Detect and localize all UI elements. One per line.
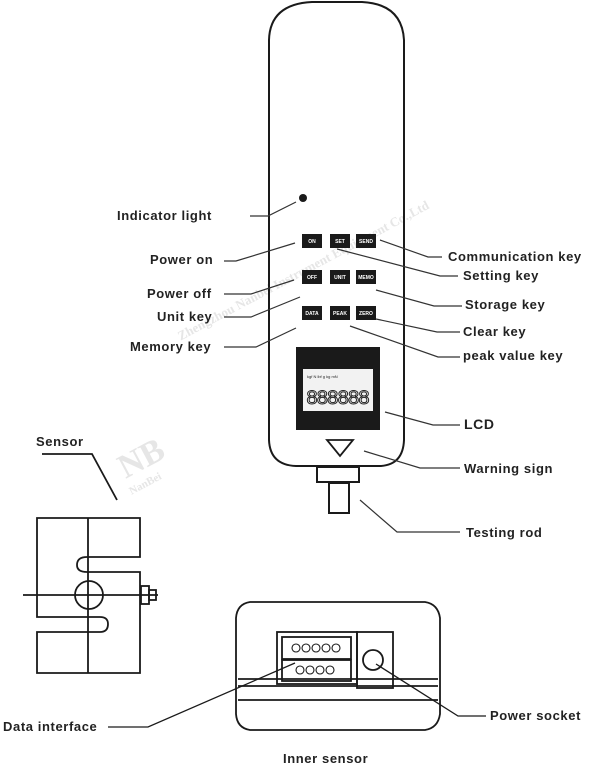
inner-sensor-housing: [235, 601, 441, 731]
key-peak-cap: [330, 306, 350, 320]
lcd-indicators: kgf N lbf g kg mN: [307, 374, 338, 379]
leader-warning: [363, 450, 460, 469]
device-body: [268, 1, 405, 467]
lcd-digits: 888888: [306, 388, 370, 411]
key-off-label: OFF: [307, 275, 317, 281]
key-on-label: ON: [308, 239, 316, 245]
leader-power-on: [224, 242, 296, 262]
key-on[interactable]: ON: [302, 234, 322, 248]
leader-peak-key: [349, 325, 460, 358]
s-beam-bolt: [148, 589, 157, 601]
leader-testing-rod: [359, 499, 460, 533]
label-setting-key: Setting key: [463, 268, 539, 283]
label-sensor: Sensor: [36, 434, 84, 449]
label-storage-key: Storage key: [465, 297, 546, 312]
key-send[interactable]: SEND: [356, 234, 376, 248]
testing-rod: [328, 482, 350, 514]
key-send-label: SEND: [359, 239, 373, 245]
leader-indicator-light: [250, 201, 297, 217]
leader-communication-key: [379, 239, 442, 258]
label-warning-sign: Warning sign: [464, 461, 554, 476]
key-zero-cap: [356, 306, 376, 320]
s-beam-outline: [36, 517, 141, 674]
label-power-on: Power on: [150, 252, 214, 267]
sensor-leader: [42, 453, 118, 501]
label-unit-key: Unit key: [157, 309, 213, 324]
label-inner-sensor: Inner sensor: [283, 751, 369, 766]
warning-triangle-icon: [325, 439, 355, 458]
key-zero[interactable]: ZERO: [356, 306, 376, 320]
key-data[interactable]: DATA: [302, 306, 322, 320]
key-data-label: DATA: [305, 311, 319, 317]
label-peak-value-key: peak value key: [463, 348, 564, 363]
leader-storage-key: [375, 289, 462, 307]
key-off[interactable]: OFF: [302, 270, 322, 284]
label-power-socket: Power socket: [490, 708, 582, 723]
key-memo-cap: [356, 270, 376, 284]
key-set[interactable]: SET: [330, 234, 350, 248]
key-data-cap: [302, 306, 322, 320]
key-on-cap: [302, 234, 322, 248]
power-socket: [362, 649, 384, 671]
label-lcd: LCD: [464, 416, 495, 432]
key-set-cap: [330, 234, 350, 248]
key-set-label: SET: [335, 239, 345, 245]
label-memory-key: Memory key: [130, 339, 212, 354]
label-indicator-light: Indicator light: [117, 208, 212, 223]
leader-memory-key: [224, 327, 297, 348]
keypad: ON SET SEND OFF UNIT MEMO DATA PEAK ZERO: [302, 234, 376, 320]
key-unit-label: UNIT: [334, 275, 346, 281]
leader-power-off: [224, 279, 295, 295]
rod-collar: [316, 466, 360, 483]
data-interface-port: [276, 631, 358, 685]
key-memo-label: MEMO: [358, 275, 374, 281]
key-peak[interactable]: PEAK: [330, 306, 350, 320]
key-peak-label: PEAK: [333, 311, 347, 317]
key-zero-label: ZERO: [359, 311, 373, 317]
key-unit[interactable]: UNIT: [330, 270, 350, 284]
leader-unit-key: [224, 296, 301, 318]
leader-data-interface: [108, 662, 296, 728]
power-socket-housing: [356, 631, 394, 689]
key-memo[interactable]: MEMO: [356, 270, 376, 284]
label-data-interface: Data interface: [3, 719, 98, 734]
leader-setting-key: [336, 248, 458, 277]
key-unit-cap: [330, 270, 350, 284]
data-pins: [291, 643, 341, 675]
s-beam-hole: [74, 580, 104, 610]
label-testing-rod: Testing rod: [466, 525, 543, 540]
key-off-cap: [302, 270, 322, 284]
key-send-cap: [356, 234, 376, 248]
leader-power-socket: [375, 663, 486, 717]
leader-lcd: [384, 411, 460, 426]
label-communication-key: Communication key: [448, 249, 582, 264]
indicator-light-dot: [299, 194, 307, 202]
label-power-off: Power off: [147, 286, 212, 301]
lcd-screen: [303, 369, 373, 411]
label-clear-key: Clear key: [463, 324, 527, 339]
leader-clear-key: [375, 318, 460, 333]
